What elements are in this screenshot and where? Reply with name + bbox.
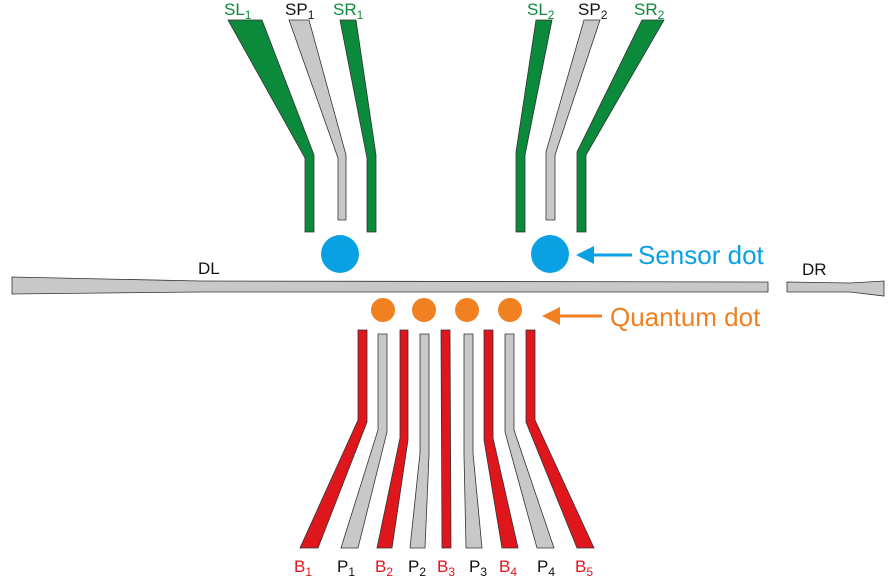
sensor-dot-1 xyxy=(321,235,359,273)
gate-p4 xyxy=(504,333,555,549)
quantum-dot-label: Quantum dot xyxy=(610,302,761,332)
top-gate-labels: SL1 SP1 SR1 SL2 SP2 SR2 xyxy=(224,0,665,22)
gate-b3 xyxy=(440,329,452,549)
bottom-gate-label-p1: P1 xyxy=(337,557,355,579)
lead-dr xyxy=(786,280,885,297)
lead-dr-label: DR xyxy=(802,260,827,279)
sensor-dot-2 xyxy=(531,235,569,273)
bottom-gate-label-p3: P3 xyxy=(469,557,487,579)
quantum-dot-3 xyxy=(455,298,479,322)
bottom-gate-label-b4: B4 xyxy=(499,557,517,579)
bottom-gate-label-b3: B3 xyxy=(437,557,455,579)
gate-p2 xyxy=(409,333,430,549)
gate-sp2 xyxy=(545,19,601,221)
top-gate-label-sp2: SP2 xyxy=(578,0,608,22)
lead-dl xyxy=(11,276,769,295)
quantum-arrow xyxy=(542,307,602,325)
top-gate-label-sr1: SR1 xyxy=(333,0,364,22)
gate-sl1 xyxy=(227,19,315,233)
bottom-gate-label-b2: B2 xyxy=(375,557,393,579)
sensor-arrow xyxy=(576,246,632,264)
bottom-gate-labels: B1 P1 B2 P2 B3 P3 B4 P4 B5 xyxy=(294,557,593,579)
gate-sl2 xyxy=(515,19,553,233)
top-gates xyxy=(227,19,665,233)
gate-sr2 xyxy=(576,19,665,233)
gate-b2 xyxy=(376,329,409,549)
quantum-dots xyxy=(371,298,522,322)
quantum-dot-4 xyxy=(498,298,522,322)
bottom-gate-label-b1: B1 xyxy=(294,557,312,579)
bottom-gate-label-p4: P4 xyxy=(537,557,555,579)
gate-p1 xyxy=(340,333,388,549)
gate-sp1 xyxy=(288,19,347,221)
top-gate-label-sp1: SP1 xyxy=(285,0,315,22)
gate-b5 xyxy=(525,329,595,549)
sensor-dot-label: Sensor dot xyxy=(638,240,765,270)
gate-b4 xyxy=(483,329,519,549)
top-gate-label-sl2: SL2 xyxy=(527,0,555,22)
lead-dl-label: DL xyxy=(198,259,220,278)
top-gate-label-sr2: SR2 xyxy=(634,0,665,22)
gate-b1 xyxy=(299,329,368,549)
bottom-gate-label-b5: B5 xyxy=(575,557,593,579)
top-gate-label-sl1: SL1 xyxy=(224,0,252,22)
quantum-dot-2 xyxy=(412,298,436,322)
gate-p3 xyxy=(463,333,483,549)
bottom-gates xyxy=(299,329,595,549)
quantum-dot-1 xyxy=(371,298,395,322)
gate-sr1 xyxy=(339,19,377,233)
bottom-gate-label-p2: P2 xyxy=(408,557,426,579)
